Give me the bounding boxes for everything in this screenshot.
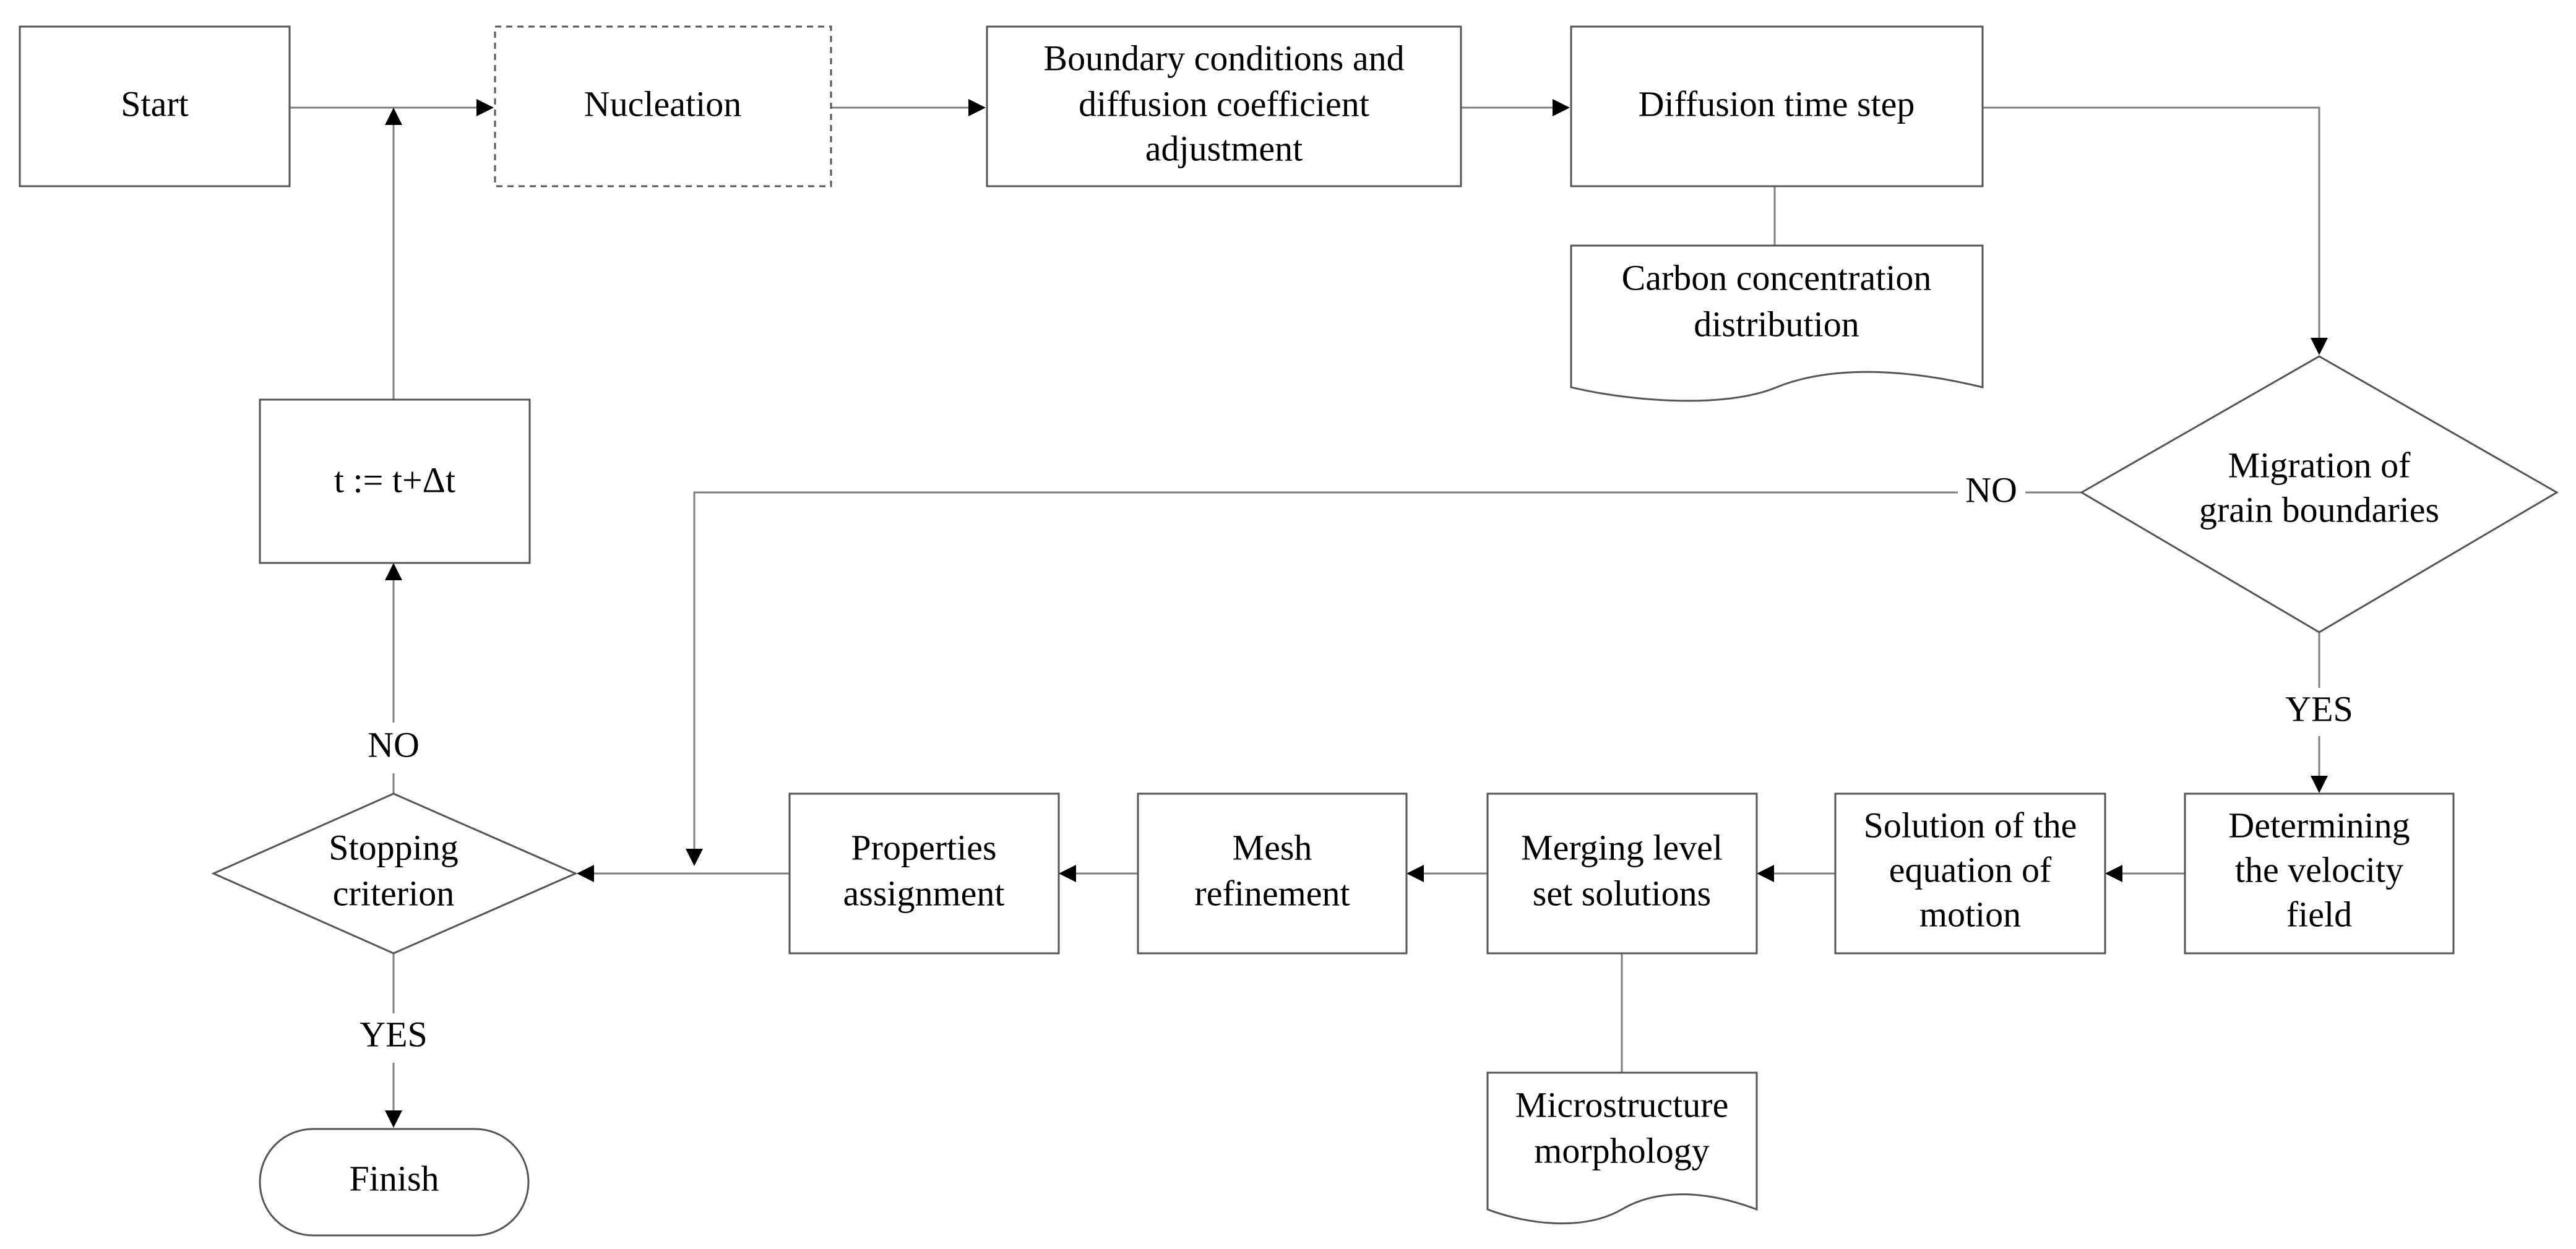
arrowhead-loop: [385, 108, 402, 125]
carbon-line-2: distribution: [1694, 304, 1859, 344]
connectors: [290, 99, 2328, 1128]
properties-line-2: assignment: [843, 873, 1005, 913]
microstructure-line-1: Microstructure: [1515, 1084, 1729, 1125]
carbon-line-1: Carbon concentration: [1622, 257, 1932, 298]
mesh-line-2: refinement: [1194, 873, 1350, 913]
arrowhead-properties: [1059, 865, 1076, 882]
stopping-line-2: criterion: [333, 873, 454, 913]
arrowhead-velocity: [2311, 776, 2328, 793]
carbon-concentration-node: Carbon concentration distribution: [1570, 244, 1984, 402]
start-label: Start: [121, 84, 189, 124]
velocity-line-3: field: [2286, 894, 2352, 934]
arrowhead-boundary: [968, 99, 986, 116]
velocity-node: Determining the velocity field: [2184, 792, 2455, 955]
solution-line-2: equation of: [1889, 849, 2052, 890]
nucleation-label: Nucleation: [584, 84, 741, 124]
diffusion-step-node: Diffusion time step: [1570, 25, 1984, 187]
arrowhead-nucleation: [476, 99, 494, 116]
migration-no-label: NO: [1965, 470, 2017, 510]
arrowhead-solution: [2105, 865, 2122, 882]
arrowhead-stopping: [577, 865, 594, 882]
nucleation-node: Nucleation: [494, 25, 832, 187]
velocity-line-1: Determining: [2228, 805, 2410, 845]
properties-node: Properties assignment: [788, 792, 1060, 955]
migration-yes-label: YES: [2285, 689, 2353, 729]
start-node: Start: [19, 25, 291, 187]
merging-node: Merging level set solutions: [1486, 792, 1758, 955]
arrowhead-diffusion: [1553, 99, 1570, 116]
mesh-node: Mesh refinement: [1137, 792, 1408, 955]
time-increment-node: t := t+Δt: [259, 398, 531, 564]
arrowhead-finish: [385, 1110, 402, 1128]
solution-line-3: motion: [1919, 894, 2021, 934]
diffusion-step-label: Diffusion time step: [1639, 84, 1915, 124]
migration-line-2: grain boundaries: [2199, 489, 2439, 530]
arrowhead-migration-no: [686, 849, 703, 866]
boundary-line-2: diffusion coefficient: [1079, 84, 1369, 124]
arrowhead-merging: [1757, 865, 1774, 882]
stopping-line-1: Stopping: [329, 827, 459, 867]
solution-node: Solution of the equation of motion: [1834, 792, 2106, 955]
stopping-yes-label: YES: [360, 1014, 428, 1054]
velocity-line-2: the velocity: [2235, 849, 2403, 890]
arrowhead-migration: [2311, 338, 2328, 355]
stopping-no-label: NO: [368, 724, 420, 765]
merging-line-2: set solutions: [1533, 873, 1711, 913]
edge-migration-no-path: [693, 491, 1958, 849]
boundary-line-1: Boundary conditions and: [1043, 38, 1404, 78]
merging-line-1: Merging level: [1521, 827, 1723, 867]
mesh-line-1: Mesh: [1233, 827, 1312, 867]
finish-node: Finish: [259, 1128, 530, 1237]
finish-label: Finish: [349, 1158, 439, 1198]
time-increment-label: t := t+Δt: [334, 460, 455, 500]
solution-line-1: Solution of the: [1864, 805, 2077, 845]
microstructure-line-2: morphology: [1534, 1130, 1710, 1170]
boundary-line-3: adjustment: [1145, 128, 1303, 168]
stopping-decision-node: Stopping criterion: [211, 792, 578, 955]
migration-line-1: Migration of: [2228, 445, 2411, 485]
properties-line-1: Properties: [851, 827, 996, 867]
boundary-conditions-node: Boundary conditions and diffusion coeffi…: [986, 25, 1462, 187]
microstructure-node: Microstructure morphology: [1486, 1071, 1758, 1225]
arrowhead-time-increment: [385, 563, 402, 580]
arrowhead-mesh: [1406, 865, 1424, 882]
edge-diffusion-migration: [1983, 106, 2320, 338]
migration-decision-node: Migration of grain boundaries: [2080, 355, 2559, 633]
